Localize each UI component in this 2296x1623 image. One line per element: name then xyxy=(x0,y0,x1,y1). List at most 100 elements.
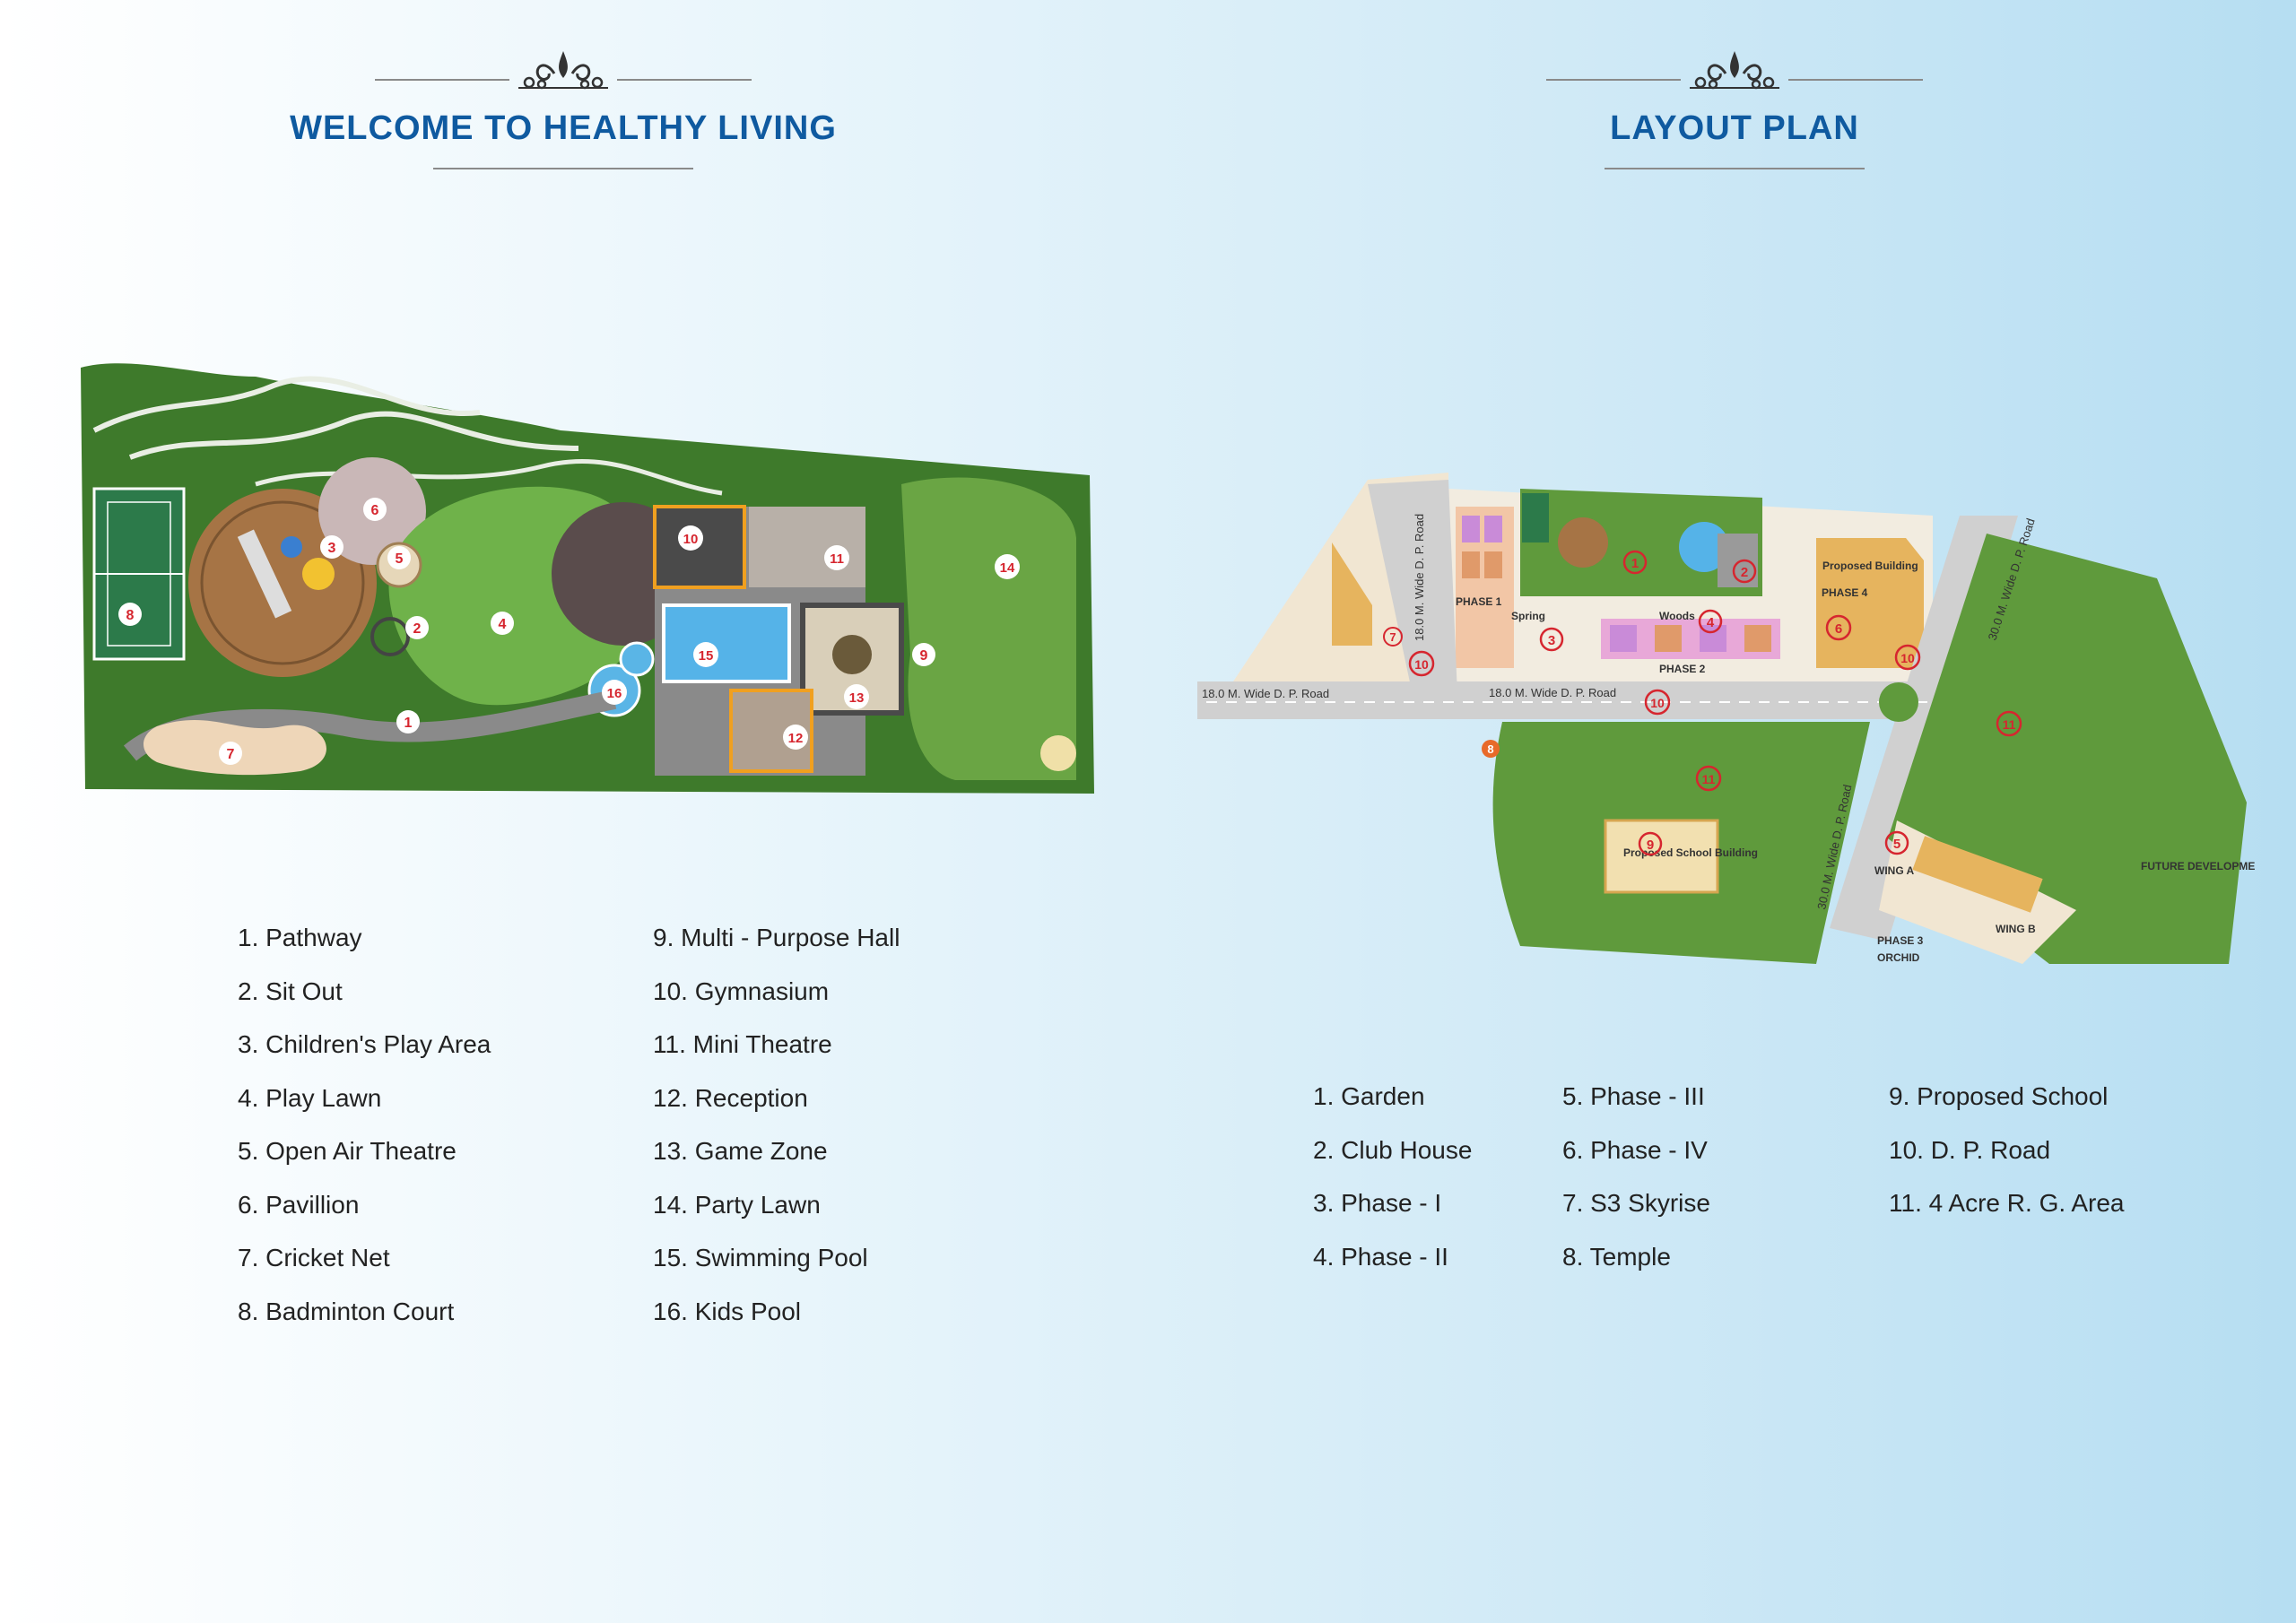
legend-item: 6. Phase - IV xyxy=(1562,1135,1708,1164)
ornament-rule xyxy=(1546,79,1681,81)
marker-1: 1 xyxy=(396,710,420,733)
phase4-plot xyxy=(1816,538,1924,668)
svg-text:2: 2 xyxy=(413,621,422,637)
marker-10: 10 xyxy=(1894,644,1921,671)
road-label: 18.0 M. Wide D. P. Road xyxy=(1413,514,1426,641)
marker-3: 3 xyxy=(320,535,344,559)
left-ornament xyxy=(204,47,922,91)
marker-15: 15 xyxy=(693,642,718,667)
ornament-rule xyxy=(1788,79,1923,81)
marker-4: 4 xyxy=(1698,609,1723,634)
legend-item: 2. Sit Out xyxy=(238,976,343,1005)
legend-column: 5. Phase - III 6. Phase - IV 7. S3 Skyri… xyxy=(1562,1082,1710,1296)
legend-item: 9. Proposed School xyxy=(1889,1082,2109,1110)
legend-item: 12. Reception xyxy=(653,1083,808,1112)
marker-12: 12 xyxy=(783,725,808,750)
flourish-icon xyxy=(518,51,608,90)
svg-text:9: 9 xyxy=(920,648,928,664)
svg-text:4: 4 xyxy=(1707,615,1715,630)
wavy-path xyxy=(255,458,723,496)
legend-item: 11. Mini Theatre xyxy=(653,1030,832,1058)
proposed-building-label: Proposed Building xyxy=(1822,560,1918,572)
marker-10: 10 xyxy=(678,525,703,551)
svg-text:14: 14 xyxy=(1000,560,1015,576)
legend-item: 8. Temple xyxy=(1562,1242,1671,1271)
master-plan-markers: 1 2 3 4 5 6 7 8 9 10 11 12 13 14 15 16 xyxy=(118,498,1020,765)
marker-9: 9 xyxy=(912,643,935,666)
marker-10: 10 xyxy=(1644,689,1671,716)
legend-item: 14. Party Lawn xyxy=(653,1190,821,1219)
legend-item: 4. Phase - II xyxy=(1313,1242,1448,1271)
svg-text:7: 7 xyxy=(227,747,235,762)
future-dev-label: FUTURE DEVELOPMENT xyxy=(2141,860,2256,872)
legend-item: 5. Phase - III xyxy=(1562,1082,1705,1110)
title-underline xyxy=(1605,168,1865,169)
svg-text:4: 4 xyxy=(499,617,507,632)
amenities-master-plan: 1 2 3 4 5 6 7 8 9 10 11 12 13 14 15 16 xyxy=(81,363,1094,794)
marker-8: 8 xyxy=(118,603,142,626)
ornament-rule xyxy=(617,79,752,81)
legend-column: 1. Pathway 2. Sit Out 3. Children's Play… xyxy=(238,924,491,1350)
legend-item: 7. Cricket Net xyxy=(238,1244,390,1271)
phase2-label: PHASE 2 xyxy=(1659,663,1706,675)
svg-text:10: 10 xyxy=(1650,696,1665,710)
svg-text:11: 11 xyxy=(2003,717,2016,732)
svg-text:11: 11 xyxy=(1702,772,1716,786)
s3-skyrise-plot xyxy=(1332,542,1372,646)
marker-10: 10 xyxy=(1408,650,1435,677)
legend-item: 9. Multi - Purpose Hall xyxy=(653,924,900,951)
marker-7: 7 xyxy=(219,742,242,765)
svg-text:15: 15 xyxy=(699,648,714,664)
marker-4: 4 xyxy=(491,612,514,635)
road-label: 18.0 M. Wide D. P. Road xyxy=(1202,687,1329,700)
svg-text:8: 8 xyxy=(1487,742,1493,756)
svg-text:9: 9 xyxy=(1647,838,1654,853)
road-label: 18.0 M. Wide D. P. Road xyxy=(1489,686,1616,699)
left-heading: WELCOME TO HEALTHY LIVING xyxy=(204,47,922,169)
section-title-layout-plan: LAYOUT PLAN xyxy=(1610,109,1859,147)
legend-item: 15. Swimming Pool xyxy=(653,1244,868,1271)
svg-text:2: 2 xyxy=(1741,565,1748,580)
legend-column: 9. Multi - Purpose Hall 10. Gymnasium 11… xyxy=(653,924,900,1350)
svg-text:12: 12 xyxy=(788,731,804,746)
svg-text:16: 16 xyxy=(607,686,622,701)
legend-item: 4. Play Lawn xyxy=(238,1083,382,1112)
legend-item: 8. Badminton Court xyxy=(238,1297,455,1325)
legend-column: 1. Garden 2. Club House 3. Phase - I 4. … xyxy=(1313,1082,1472,1296)
wing-a-label: WING A xyxy=(1874,864,1915,877)
legend-item: 3. Children's Play Area xyxy=(238,1030,491,1058)
flourish-icon xyxy=(1690,51,1779,90)
proposed-school-plot xyxy=(1604,819,1719,894)
legend-item: 1. Garden xyxy=(1313,1082,1425,1110)
svg-text:13: 13 xyxy=(849,690,865,706)
title-underline xyxy=(433,168,693,169)
legend-item: 16. Kids Pool xyxy=(653,1297,801,1325)
svg-text:3: 3 xyxy=(1548,633,1555,648)
marker-13: 13 xyxy=(844,684,869,709)
svg-text:10: 10 xyxy=(1414,657,1429,672)
marker-6: 6 xyxy=(363,498,387,521)
marker-1: 1 xyxy=(1622,550,1648,575)
svg-text:11: 11 xyxy=(830,551,844,567)
svg-text:1: 1 xyxy=(404,716,413,731)
svg-text:10: 10 xyxy=(683,532,699,547)
gazebo xyxy=(1040,735,1076,771)
legend-item: 7. S3 Skyrise xyxy=(1562,1189,1710,1217)
right-ornament xyxy=(1376,47,2093,91)
marker-9: 9 xyxy=(1638,831,1663,856)
legend-item: 6. Pavillion xyxy=(238,1190,360,1219)
proposed-school-label: Proposed School Building xyxy=(1623,846,1758,859)
swimming-pool xyxy=(662,603,791,683)
legend-item: 11. 4 Acre R. G. Area xyxy=(1889,1189,2125,1217)
road-18m-vertical xyxy=(1368,480,1457,695)
phase4-label: PHASE 4 xyxy=(1822,586,1868,599)
phase3-label: PHASE 3 xyxy=(1877,934,1924,947)
site-layout-plan: 18.0 M. Wide D. P. Road 18.0 M. Wide D. … xyxy=(1197,473,2256,964)
legend-item: 3. Phase - I xyxy=(1313,1189,1442,1217)
svg-text:7: 7 xyxy=(1389,630,1396,644)
legend-item: 10. Gymnasium xyxy=(653,976,830,1005)
woods-label: Woods xyxy=(1659,610,1695,622)
party-lawn xyxy=(901,477,1076,780)
legend-column: 9. Proposed School 10. D. P. Road 11. 4 … xyxy=(1889,1082,2125,1243)
marker-2: 2 xyxy=(1732,559,1757,584)
